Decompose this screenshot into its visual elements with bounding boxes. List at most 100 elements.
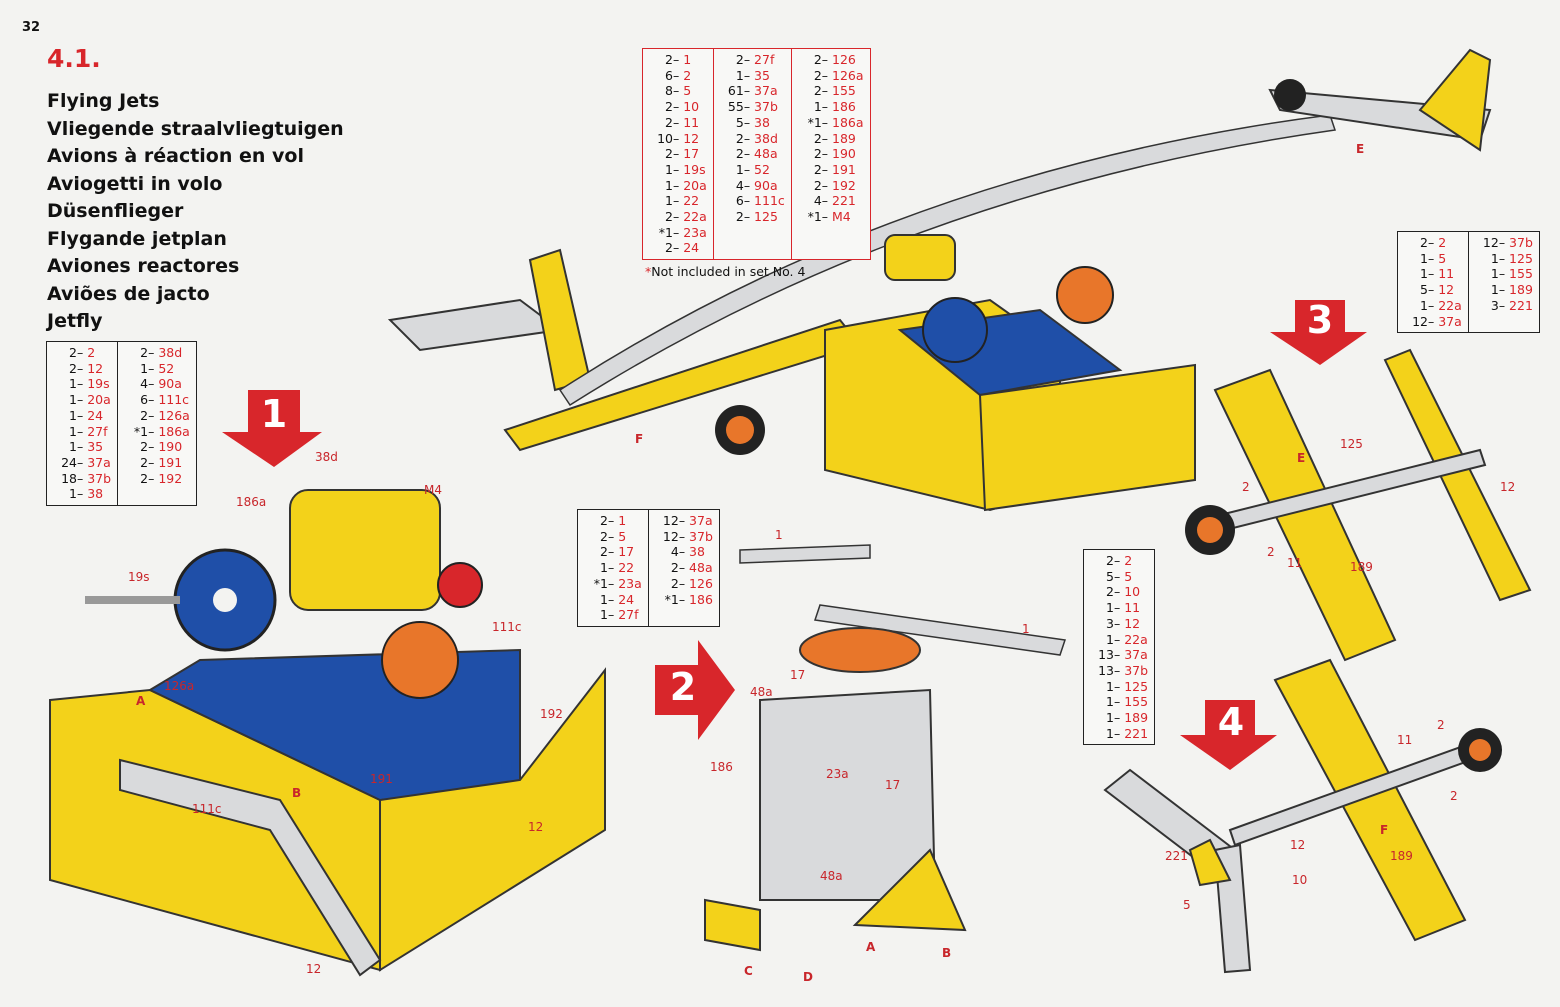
label: F: [1380, 823, 1389, 837]
part-quantity: 2: [665, 240, 673, 256]
parts-row: 6– 111c: [124, 392, 190, 408]
part-quantity: 6: [735, 193, 744, 209]
part-number: 90a: [754, 177, 778, 193]
part-quantity: 2: [140, 345, 149, 360]
part-number: 11: [1438, 266, 1455, 282]
part-number: 111c: [754, 193, 785, 209]
label: B: [942, 946, 952, 960]
part-number: 2: [1438, 235, 1447, 250]
part-number: 126a: [832, 67, 864, 83]
part-quantity: 4: [813, 193, 822, 209]
part-number: 1: [683, 52, 692, 67]
parts-row: *1– 23a: [649, 225, 707, 241]
part-number: 192: [832, 177, 856, 193]
parts-row: 1– 52: [124, 361, 190, 377]
parts-row: 2– 191: [124, 455, 190, 471]
parts-row: *1– 186a: [124, 424, 190, 440]
parts-row: 1– 11: [1090, 600, 1148, 616]
part-number: 155: [1509, 266, 1533, 282]
part-quantity: 2: [600, 528, 608, 544]
label: F: [635, 432, 644, 446]
part-quantity: 24: [61, 454, 77, 470]
label: M4: [424, 483, 442, 497]
label: 186a: [236, 495, 267, 509]
part-number: 19s: [87, 376, 110, 392]
part-number: 10: [1124, 584, 1141, 600]
part-number: 191: [158, 454, 183, 470]
label: 10: [1292, 873, 1308, 887]
part-quantity: 1: [1490, 282, 1499, 298]
parts-row: 1– 189: [1090, 710, 1148, 726]
part-number: 12: [87, 360, 104, 376]
step3-illustration: [1185, 348, 1532, 662]
parts-row: 1– 20a: [53, 392, 111, 408]
part-quantity: 2: [670, 575, 679, 591]
parts-row: 2– 192: [124, 471, 190, 487]
parts-row: 2– 11: [649, 115, 707, 131]
parts-row: 2– 189: [798, 131, 864, 147]
part-number: 125: [754, 209, 778, 225]
part-number: 12: [1124, 615, 1141, 631]
label: 1: [1022, 622, 1030, 636]
section-number: 4.1.: [47, 44, 101, 73]
label: D: [803, 970, 813, 984]
part-number: 5: [618, 528, 627, 544]
part-quantity: *1: [664, 591, 679, 607]
title-pt: Aviões de jacto: [47, 282, 210, 305]
part-number: 126: [832, 52, 856, 67]
step1-illustration: [49, 489, 606, 977]
title-fr: Avions à réaction en vol: [47, 145, 304, 167]
part-number: 22a: [683, 209, 707, 225]
parts-row: 1– 24: [53, 408, 111, 424]
part-number: 186: [689, 591, 713, 607]
parts-row: 1– 19s: [53, 376, 111, 392]
parts-row: 6– 2: [649, 68, 707, 84]
label: 12: [1500, 480, 1516, 494]
label: A: [136, 694, 146, 708]
part-number: 2: [1124, 553, 1133, 568]
part-number: 22a: [1438, 297, 1462, 313]
part-quantity: 2: [665, 146, 673, 162]
part-quantity: 2: [600, 513, 608, 528]
part-number: 12: [1438, 282, 1455, 298]
label: B: [292, 786, 302, 800]
part-quantity: 2: [813, 83, 822, 99]
part-quantity: 1: [1420, 250, 1428, 266]
part-quantity: 12: [662, 528, 679, 544]
label: C: [744, 964, 753, 978]
part-number: 191: [832, 161, 856, 177]
label: 48a: [750, 685, 773, 699]
part-number: 189: [1509, 282, 1533, 298]
part-quantity: 55: [727, 99, 744, 115]
part-number: 126: [689, 575, 713, 591]
part-number: 24: [683, 240, 700, 256]
part-number: 125: [1124, 678, 1149, 694]
parts-row: 12– 37b: [1475, 235, 1533, 251]
parts-row: 1– 125: [1475, 251, 1533, 267]
step4-illustration: [1103, 658, 1502, 974]
part-quantity: 18: [61, 470, 77, 486]
label: 17: [885, 778, 901, 792]
part-quantity: 6: [665, 67, 673, 83]
title-en: Flying Jets: [47, 90, 160, 112]
parts-row: 1– 27f: [584, 607, 642, 623]
part-number: 37a: [1438, 313, 1462, 329]
parts-row: 2– 5: [584, 529, 642, 545]
part-number: 38d: [754, 130, 778, 146]
parts-row: 1– 155: [1475, 266, 1533, 282]
label: 111c: [492, 620, 522, 634]
part-quantity: 1: [1106, 710, 1114, 726]
part-quantity: 13: [1098, 662, 1114, 678]
part-number: 190: [158, 439, 183, 455]
title-de: Düsenflieger: [47, 200, 184, 222]
part-quantity: 1: [69, 423, 77, 439]
part-number: 48a: [754, 146, 778, 162]
parts-row: 2– 126a: [798, 68, 864, 84]
part-quantity: 1: [1106, 678, 1114, 694]
part-quantity: 1: [665, 161, 673, 177]
